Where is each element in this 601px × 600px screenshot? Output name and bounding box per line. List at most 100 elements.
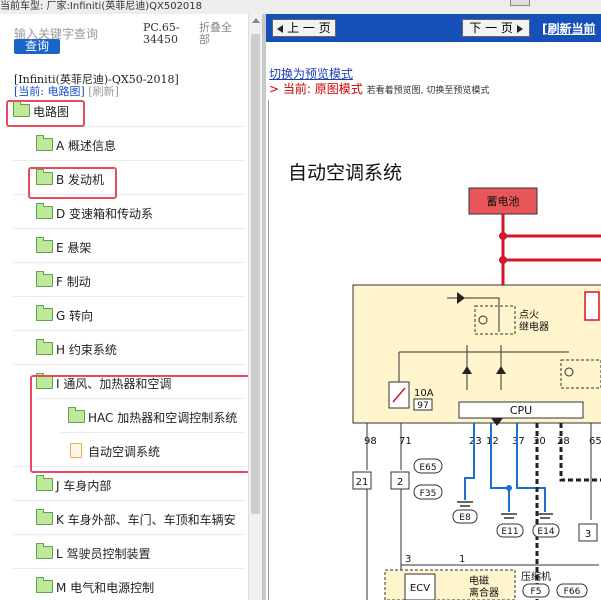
folder-icon: [36, 135, 53, 151]
window-control-button[interactable]: [510, 0, 530, 6]
tree-item-brakes[interactable]: F 制动: [36, 271, 91, 293]
pin-label: 65: [589, 436, 601, 447]
refresh-current-link[interactable]: [刷新当前: [542, 22, 596, 36]
arrow-left-icon: [277, 24, 284, 33]
next-page-button[interactable]: 下 一 页: [462, 19, 530, 37]
ground-wire: [464, 423, 475, 500]
connector-box: [390, 471, 410, 490]
connector-box: [578, 523, 598, 542]
ecv-box: [404, 573, 436, 600]
pin-label: 71: [399, 436, 412, 447]
current-location: [当前: 电路图] [刷新]: [14, 83, 119, 99]
tree-separator: [13, 534, 245, 535]
tree-item-label: D 变速箱和传动系: [56, 207, 154, 221]
tree-separator: [13, 568, 245, 569]
scrollbar-thumb[interactable]: [251, 34, 260, 514]
connector-tag-label: E11: [501, 527, 518, 537]
connector-tag: [413, 458, 443, 474]
tree-item-label: K 车身外部、车门、车顶和车辆安: [56, 513, 236, 527]
pin-label: 98: [364, 436, 377, 447]
tree-item-body-interior[interactable]: J 车身内部: [36, 475, 111, 497]
tree-item-engine[interactable]: B 发动机: [36, 169, 104, 191]
folder-icon: [36, 305, 53, 321]
tree-item-label: E 悬架: [56, 241, 92, 255]
search-input[interactable]: 输入关键字查询: [14, 27, 99, 41]
folder-icon: [36, 169, 53, 185]
tree-separator: [13, 296, 245, 297]
tree-item-restraint[interactable]: H 约束系统: [36, 339, 117, 361]
highlight-circuit-diagram: [6, 100, 85, 127]
switch-preview-link[interactable]: 切换为预览模式: [269, 67, 354, 81]
tree-separator: [13, 126, 245, 127]
tree-item-hvac[interactable]: I 通风、加热器和空调: [36, 373, 171, 395]
pin-label: 28: [557, 436, 570, 447]
tree-item-auto-ac[interactable]: 自动空调系统: [70, 441, 160, 463]
prev-page-label: 上 一 页: [287, 21, 331, 35]
tree-item-body-exterior[interactable]: K 车身外部、车门、车顶和车辆安: [36, 509, 236, 531]
relay-coil-icon: [564, 367, 574, 377]
sidebar-scrollbar[interactable]: [248, 14, 263, 600]
diode-icon: [496, 366, 506, 374]
tree-item-label: I 通风、加热器和空调: [56, 377, 172, 391]
connector-tag: [556, 583, 588, 598]
connector-tag-label: E14: [537, 527, 554, 537]
mode-current-label: 当前:: [282, 82, 311, 96]
tree-separator: [60, 432, 245, 433]
folder-icon: [36, 237, 53, 253]
tree-item-electrical[interactable]: M 电气和电源控制: [36, 577, 154, 599]
tree-item-label: J 车身内部: [56, 479, 112, 493]
fuse-number: 97: [417, 401, 428, 411]
tree-item-label: H 约束系统: [56, 343, 117, 357]
refresh-link[interactable]: [刷新]: [88, 85, 119, 98]
tree-separator: [13, 262, 245, 263]
ground-wire: [490, 423, 510, 512]
folder-icon: [36, 509, 53, 525]
pin-label: 37: [512, 436, 525, 447]
prev-page-button[interactable]: 上 一 页: [272, 19, 336, 37]
relay-coil-icon: [478, 315, 488, 325]
tree-item-overview[interactable]: A 概述信息: [36, 135, 116, 157]
tree-item-steering[interactable]: G 转向: [36, 305, 93, 327]
tree-item-label: L 驾驶员控制装置: [56, 547, 151, 561]
tree-separator: [36, 398, 245, 399]
connector-tag: [532, 523, 560, 538]
tree-item-label: G 转向: [56, 309, 94, 323]
sidebar: 输入关键字查询 查询 PC.65- 34450 折叠全 部 [Infiniti(…: [0, 14, 262, 600]
diode-icon: [491, 418, 503, 426]
window-title-bar: 当前车型: 厂家:Infiniti(英菲尼迪)QX502018: [0, 0, 601, 14]
current-label: [当前: 电路图]: [14, 85, 85, 98]
tree-item-driver-controls[interactable]: L 驾驶员控制装置: [36, 543, 151, 565]
tree-separator: [13, 194, 245, 195]
scroll-up-arrow-icon[interactable]: [252, 18, 260, 23]
shielded-wire: [559, 423, 601, 482]
collapse-all-link[interactable]: 折叠全 部: [199, 22, 239, 46]
connector-tag: [522, 583, 550, 598]
fuse-element: [392, 387, 406, 403]
ignition-relay-label-2: 继电器: [519, 320, 549, 333]
tree-item-suspension[interactable]: E 悬架: [36, 237, 91, 259]
query-button[interactable]: 查询: [14, 39, 60, 54]
relay-box: [560, 359, 601, 389]
circuit-diagram: 自动空调系统 蓄电池 点火 继电器: [288, 162, 601, 600]
diagram-title: 自动空调系统: [288, 162, 402, 184]
tree-separator: [13, 364, 245, 365]
cpu-label: CPU: [510, 404, 532, 417]
tree-item-label: M 电气和电源控制: [56, 581, 155, 595]
folder-icon: [36, 339, 53, 355]
pane-divider[interactable]: [262, 14, 266, 600]
folder-icon: [36, 203, 53, 219]
folder-icon: [68, 407, 85, 423]
magnetic-clutch-label-1: 电磁: [469, 574, 489, 587]
folder-icon: [36, 577, 53, 593]
fuse-number-box: [413, 398, 433, 411]
diode-icon: [457, 292, 465, 304]
tree-item-label: B 发动机: [56, 173, 105, 187]
next-page-label: 下 一 页: [469, 21, 513, 35]
connector-box: [352, 471, 372, 490]
tree-separator: [13, 228, 245, 229]
relay-box: [474, 305, 516, 335]
highlight-engine: [28, 167, 117, 199]
tree-item-transmission[interactable]: D 变速箱和传动系: [36, 203, 153, 225]
connector-box-label: 2: [397, 477, 403, 488]
tree-item-hac-control[interactable]: HAC 加热器和空调控制系统: [68, 407, 237, 429]
